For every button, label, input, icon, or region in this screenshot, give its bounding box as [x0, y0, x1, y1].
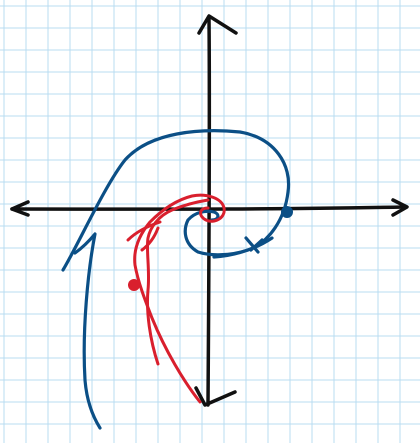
red-point [128, 279, 140, 291]
x-axis-right-arrowhead [391, 198, 409, 217]
blue-point [281, 206, 293, 218]
red-inner-stroke [145, 198, 210, 366]
blue-cross-mark [244, 236, 264, 254]
red-curve [126, 193, 226, 404]
red-spiral-stroke [133, 193, 226, 404]
blue-curve [61, 129, 293, 430]
blue-tail-stroke [73, 232, 102, 430]
x-axis-left-arrowhead [10, 200, 30, 217]
coordinate-axes [10, 14, 409, 407]
x-axis-line [10, 205, 407, 211]
red-side-strokes [126, 220, 162, 252]
y-axis-top-arrowhead [197, 14, 238, 35]
y-axis-bottom-arrowhead [194, 386, 237, 407]
blue-lower-arc [212, 236, 274, 259]
